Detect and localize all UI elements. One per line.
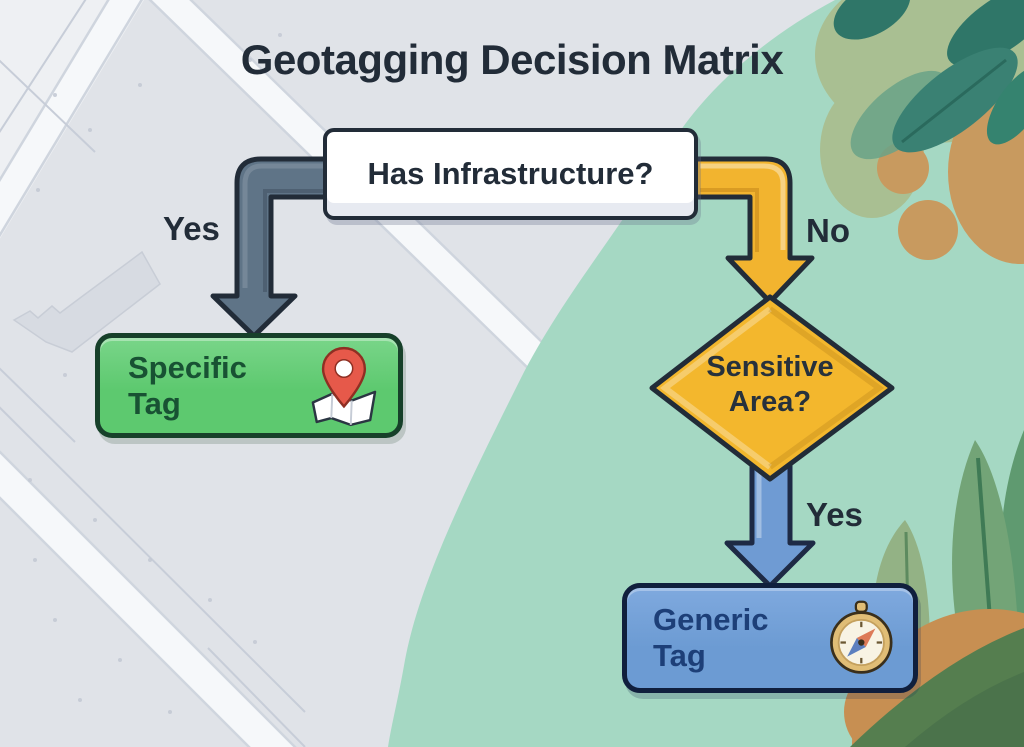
node-specific-tag: Specific Tag [95, 333, 403, 438]
arrow-yes-left [210, 156, 333, 339]
map-landmark [12, 250, 161, 353]
arrow-yes-down [724, 457, 816, 589]
edge-label-yes-down: Yes [806, 496, 863, 533]
compass-icon [830, 600, 893, 674]
node-has-infrastructure-label: Has Infrastructure? [367, 156, 654, 191]
leaf-decoration-top-right [815, 0, 1024, 264]
decision-diamond [649, 294, 895, 482]
edge-label-no-right: No [806, 212, 850, 249]
arrow-no-right [691, 156, 815, 305]
diagram-title: Geotagging Decision Matrix [240, 36, 784, 83]
map-pin-icon [311, 346, 377, 426]
node-sensitive-area-label: Sensitive Area? [706, 351, 834, 418]
edge-label-yes-left: Yes [163, 210, 220, 247]
node-specific-tag-label: Specific Tag [128, 349, 247, 421]
map-pattern [0, 0, 551, 747]
node-has-infrastructure: Has Infrastructure? [323, 128, 698, 220]
node-generic-tag-label: Generic Tag [653, 602, 769, 673]
node-generic-tag: Generic Tag [622, 583, 918, 693]
